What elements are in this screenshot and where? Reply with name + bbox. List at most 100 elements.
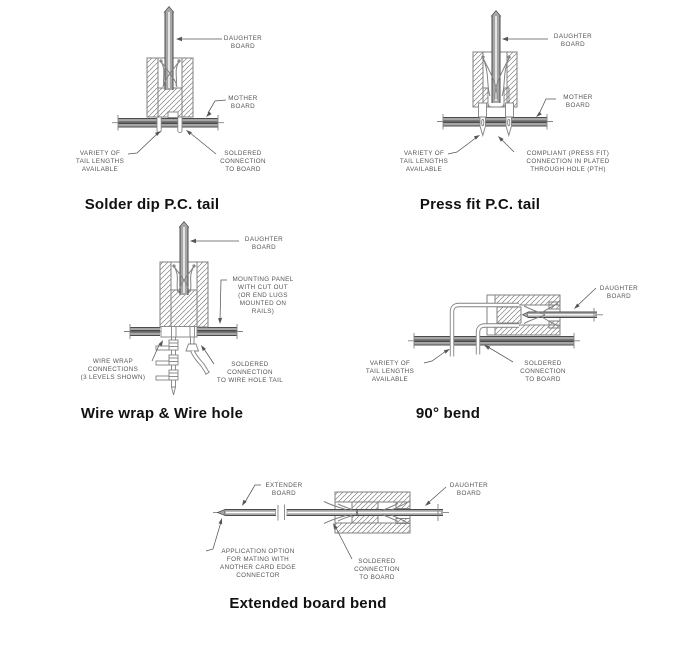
svg-text:TAIL LENGTHS: TAIL LENGTHS [76, 158, 124, 165]
svg-text:BOARD: BOARD [566, 102, 590, 109]
svg-text:SOLDERED: SOLDERED [231, 361, 269, 368]
label-wire-wrap: WIRE WRAP CONNECTIONS (3 LEVELS SHOWN) [81, 358, 145, 381]
svg-text:MOTHER: MOTHER [563, 94, 592, 101]
leader-daughter-board [574, 287, 597, 309]
svg-text:CONNECTOR: CONNECTOR [236, 572, 280, 579]
svg-text:WIRE WRAP: WIRE WRAP [93, 358, 133, 365]
svg-text:TAIL LENGTHS: TAIL LENGTHS [366, 368, 414, 375]
leader-soldered-connection [484, 345, 514, 363]
label-soldered-connection: SOLDERED CONNECTION TO BOARD [520, 360, 566, 383]
svg-text:TO BOARD: TO BOARD [525, 376, 561, 383]
press-fit-tails [478, 102, 514, 138]
leader-soldered-connection [186, 130, 217, 155]
leader-daughter-board [425, 486, 447, 506]
leader-daughter-board [502, 36, 548, 42]
solder-tails [156, 116, 183, 134]
mother-board [437, 114, 553, 130]
svg-text:CONNECTION: CONNECTION [520, 368, 566, 375]
svg-text:CONNECTIONS: CONNECTIONS [88, 366, 138, 373]
svg-text:VARIETY OF: VARIETY OF [404, 150, 444, 157]
connector-body [159, 261, 209, 338]
leader-tail-lengths [447, 135, 480, 155]
svg-text:BOARD: BOARD [607, 293, 631, 300]
svg-text:EXTENDER: EXTENDER [265, 482, 302, 489]
svg-text:COMPLIANT (PRESS FIT): COMPLIANT (PRESS FIT) [527, 150, 609, 157]
contact-springs [481, 55, 511, 100]
caption-wire-wrap: Wire wrap & Wire hole [80, 405, 244, 422]
svg-text:DAUGHTER: DAUGHTER [554, 33, 592, 40]
svg-text:TAIL LENGTHS: TAIL LENGTHS [400, 158, 448, 165]
wire-wrap-tail [155, 337, 179, 396]
figure-solder-dip: DAUGHTER BOARD MOTHER BOARD VARIETY OF T… [76, 5, 266, 173]
label-tail-lengths: VARIETY OF TAIL LENGTHS AVAILABLE [400, 150, 448, 173]
svg-text:AVAILABLE: AVAILABLE [372, 376, 408, 383]
label-extender-board: EXTENDER BOARD [265, 482, 302, 497]
label-mounting-panel: MOUNTING PANEL WITH CUT OUT (OR END LUGS… [232, 276, 293, 315]
mother-board [112, 115, 224, 131]
figure-90-bend: DAUGHTER BOARD VARIETY OF TAIL LENGTHS A… [366, 285, 638, 383]
figure-extended-board: EXTENDER BOARD DAUGHTER BOARD APPLICATIO… [205, 482, 488, 581]
leader-mounting-panel [218, 279, 227, 324]
extender-board [213, 504, 357, 521]
svg-text:SOLDERED: SOLDERED [224, 150, 262, 157]
svg-text:WITH CUT OUT: WITH CUT OUT [238, 284, 288, 291]
label-soldered-connection: SOLDERED CONNECTION TO BOARD [220, 150, 266, 173]
svg-text:CONNECTION IN PLATED: CONNECTION IN PLATED [526, 158, 609, 165]
svg-text:VARIETY OF: VARIETY OF [80, 150, 120, 157]
label-daughter-board: DAUGHTER BOARD [600, 285, 638, 300]
svg-text:CONNECTION: CONNECTION [227, 369, 273, 376]
daughter-board [356, 504, 449, 521]
svg-text:AVAILABLE: AVAILABLE [406, 166, 442, 173]
leader-tail-lengths [423, 349, 450, 364]
svg-text:CONNECTION: CONNECTION [220, 158, 266, 165]
svg-text:CONNECTION: CONNECTION [354, 566, 400, 573]
svg-text:DAUGHTER: DAUGHTER [450, 482, 488, 489]
daughter-board [521, 308, 603, 322]
svg-text:TO WIRE HOLE TAIL: TO WIRE HOLE TAIL [217, 377, 283, 384]
label-compliant-connection: COMPLIANT (PRESS FIT) CONNECTION IN PLAT… [526, 150, 609, 173]
contact-springs [159, 59, 181, 88]
svg-text:THROUGH HOLE (PTH): THROUGH HOLE (PTH) [530, 166, 606, 173]
svg-text:SOLDERED: SOLDERED [524, 360, 562, 367]
leader-compliant-connection [498, 136, 515, 153]
label-tail-lengths: VARIETY OF TAIL LENGTHS AVAILABLE [76, 150, 124, 173]
label-soldered-connection: SOLDERED CONNECTION TO BOARD [354, 558, 400, 581]
caption-90-bend: 90° bend [415, 405, 481, 422]
caption-extended-board: Extended board bend [229, 595, 387, 612]
label-daughter-board: DAUGHTER BOARD [450, 482, 488, 497]
svg-text:DAUGHTER: DAUGHTER [224, 35, 262, 42]
svg-text:BOARD: BOARD [272, 490, 296, 497]
mother-board [408, 333, 580, 349]
label-daughter-board: DAUGHTER BOARD [245, 236, 283, 251]
leader-application-option [205, 518, 223, 552]
wire-hole-tail [185, 337, 210, 375]
daughter-board [178, 220, 190, 295]
svg-text:VARIETY OF: VARIETY OF [370, 360, 410, 367]
svg-text:MOUNTING PANEL: MOUNTING PANEL [232, 276, 293, 283]
leader-tail-lengths [127, 131, 161, 155]
connector-body [146, 57, 194, 118]
leader-daughter-board [176, 36, 222, 42]
label-soldered-connection: SOLDERED CONNECTION TO WIRE HOLE TAIL [217, 361, 283, 384]
contact-springs [323, 501, 408, 524]
figure-wire-wrap: DAUGHTER BOARD MOUNTING PANEL WITH CUT O… [81, 220, 293, 396]
contact-springs [523, 303, 559, 327]
bent-tails [449, 302, 519, 357]
caption-press-fit: Press fit P.C. tail [419, 196, 541, 213]
leader-extender-board [242, 484, 261, 506]
leader-soldered-connection [333, 523, 353, 560]
svg-text:AVAILABLE: AVAILABLE [82, 166, 118, 173]
label-mother-board: MOTHER BOARD [228, 95, 257, 110]
svg-text:BOARD: BOARD [231, 103, 255, 110]
svg-text:(OR END LUGS: (OR END LUGS [238, 292, 288, 299]
svg-text:MOTHER: MOTHER [228, 95, 257, 102]
label-application-option: APPLICATION OPTION FOR MATING WITH ANOTH… [220, 548, 296, 579]
svg-text:BOARD: BOARD [561, 41, 585, 48]
svg-text:MOUNTED ON: MOUNTED ON [240, 300, 287, 307]
label-daughter-board: DAUGHTER BOARD [554, 33, 592, 48]
leader-wire-wrap [151, 340, 163, 362]
svg-text:DAUGHTER: DAUGHTER [600, 285, 638, 292]
leader-mother-board [536, 98, 556, 117]
svg-text:BOARD: BOARD [231, 43, 255, 50]
